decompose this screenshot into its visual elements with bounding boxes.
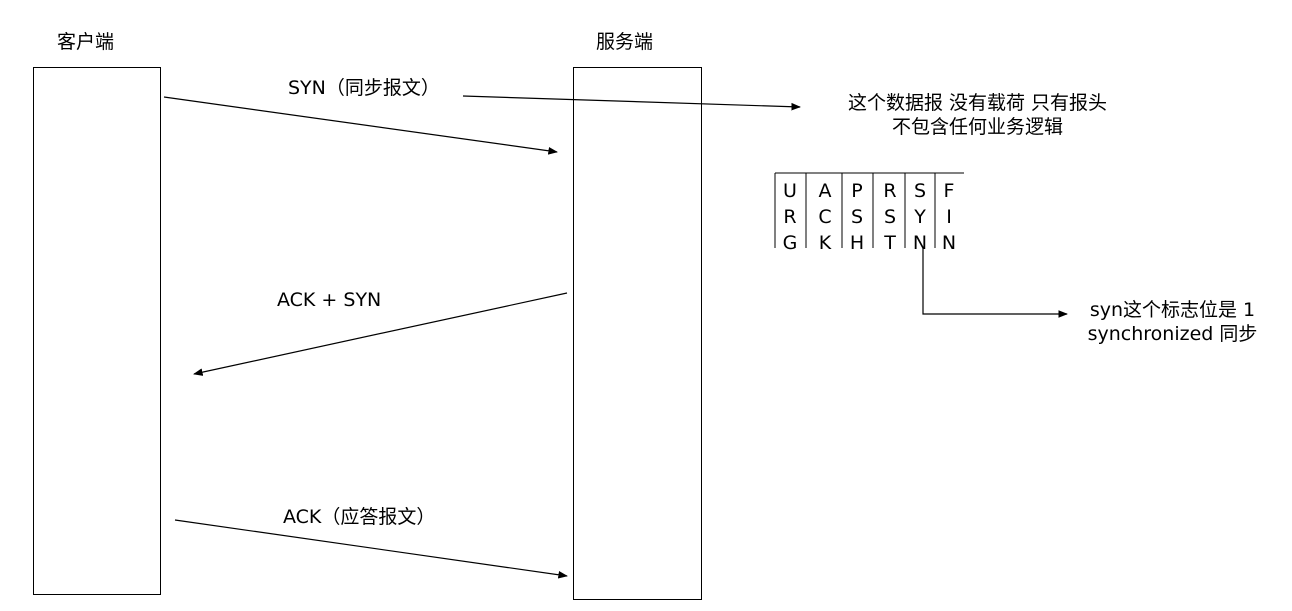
ack-message-label: ACK（应答报文） xyxy=(283,506,436,528)
flag-ack: A C K xyxy=(810,178,840,254)
flag-letter: S xyxy=(883,206,897,228)
flag-letter: R xyxy=(783,206,797,228)
syn-note-line-2: synchronized 同步 xyxy=(1087,323,1258,345)
flag-syn: S Y N xyxy=(905,178,935,254)
packet-note: 这个数据报 没有载荷 只有报头 不包含任何业务逻辑 xyxy=(815,91,1140,139)
client-title: 客户端 xyxy=(57,31,115,53)
ack-arrow xyxy=(174,519,568,579)
flag-letter: T xyxy=(884,232,896,254)
flag-fin: F I N xyxy=(934,178,964,254)
flag-letter: K xyxy=(818,232,832,254)
flag-letter: F xyxy=(943,180,955,202)
packet-note-line-2: 不包含任何业务逻辑 xyxy=(891,116,1063,138)
flag-rst: R S T xyxy=(875,178,905,254)
client-lifeline xyxy=(33,67,161,595)
flag-letter: C xyxy=(818,206,832,228)
flag-letter: G xyxy=(782,232,798,254)
flag-letter: H xyxy=(849,232,865,254)
flag-letter: U xyxy=(783,180,797,202)
flag-letter: S xyxy=(913,180,927,202)
ack-syn-arrow xyxy=(193,292,568,376)
syn-flag-pointer xyxy=(922,248,1068,318)
flag-letter: S xyxy=(850,206,864,228)
flag-letter: R xyxy=(883,180,897,202)
ack-syn-message-label: ACK + SYN xyxy=(277,289,382,311)
flag-letter: A xyxy=(818,180,832,202)
server-title: 服务端 xyxy=(596,31,654,53)
server-lifeline xyxy=(573,67,702,600)
flag-letter: P xyxy=(851,180,863,202)
syn-note-line-1: syn这个标志位是 1 xyxy=(1089,299,1256,321)
flag-psh: P S H xyxy=(842,178,872,254)
syn-message-label: SYN（同步报文） xyxy=(288,77,440,99)
flag-letter: I xyxy=(946,206,952,228)
flag-urg: U R G xyxy=(775,178,805,254)
packet-note-line-1: 这个数据报 没有载荷 只有报头 xyxy=(847,92,1108,114)
syn-note: syn这个标志位是 1 synchronized 同步 xyxy=(1075,298,1270,346)
syn-arrow xyxy=(163,96,558,155)
flag-letter: Y xyxy=(914,206,926,228)
flag-letter: N xyxy=(912,232,928,254)
flag-letter: N xyxy=(941,232,957,254)
syn-note-pointer xyxy=(462,95,801,111)
